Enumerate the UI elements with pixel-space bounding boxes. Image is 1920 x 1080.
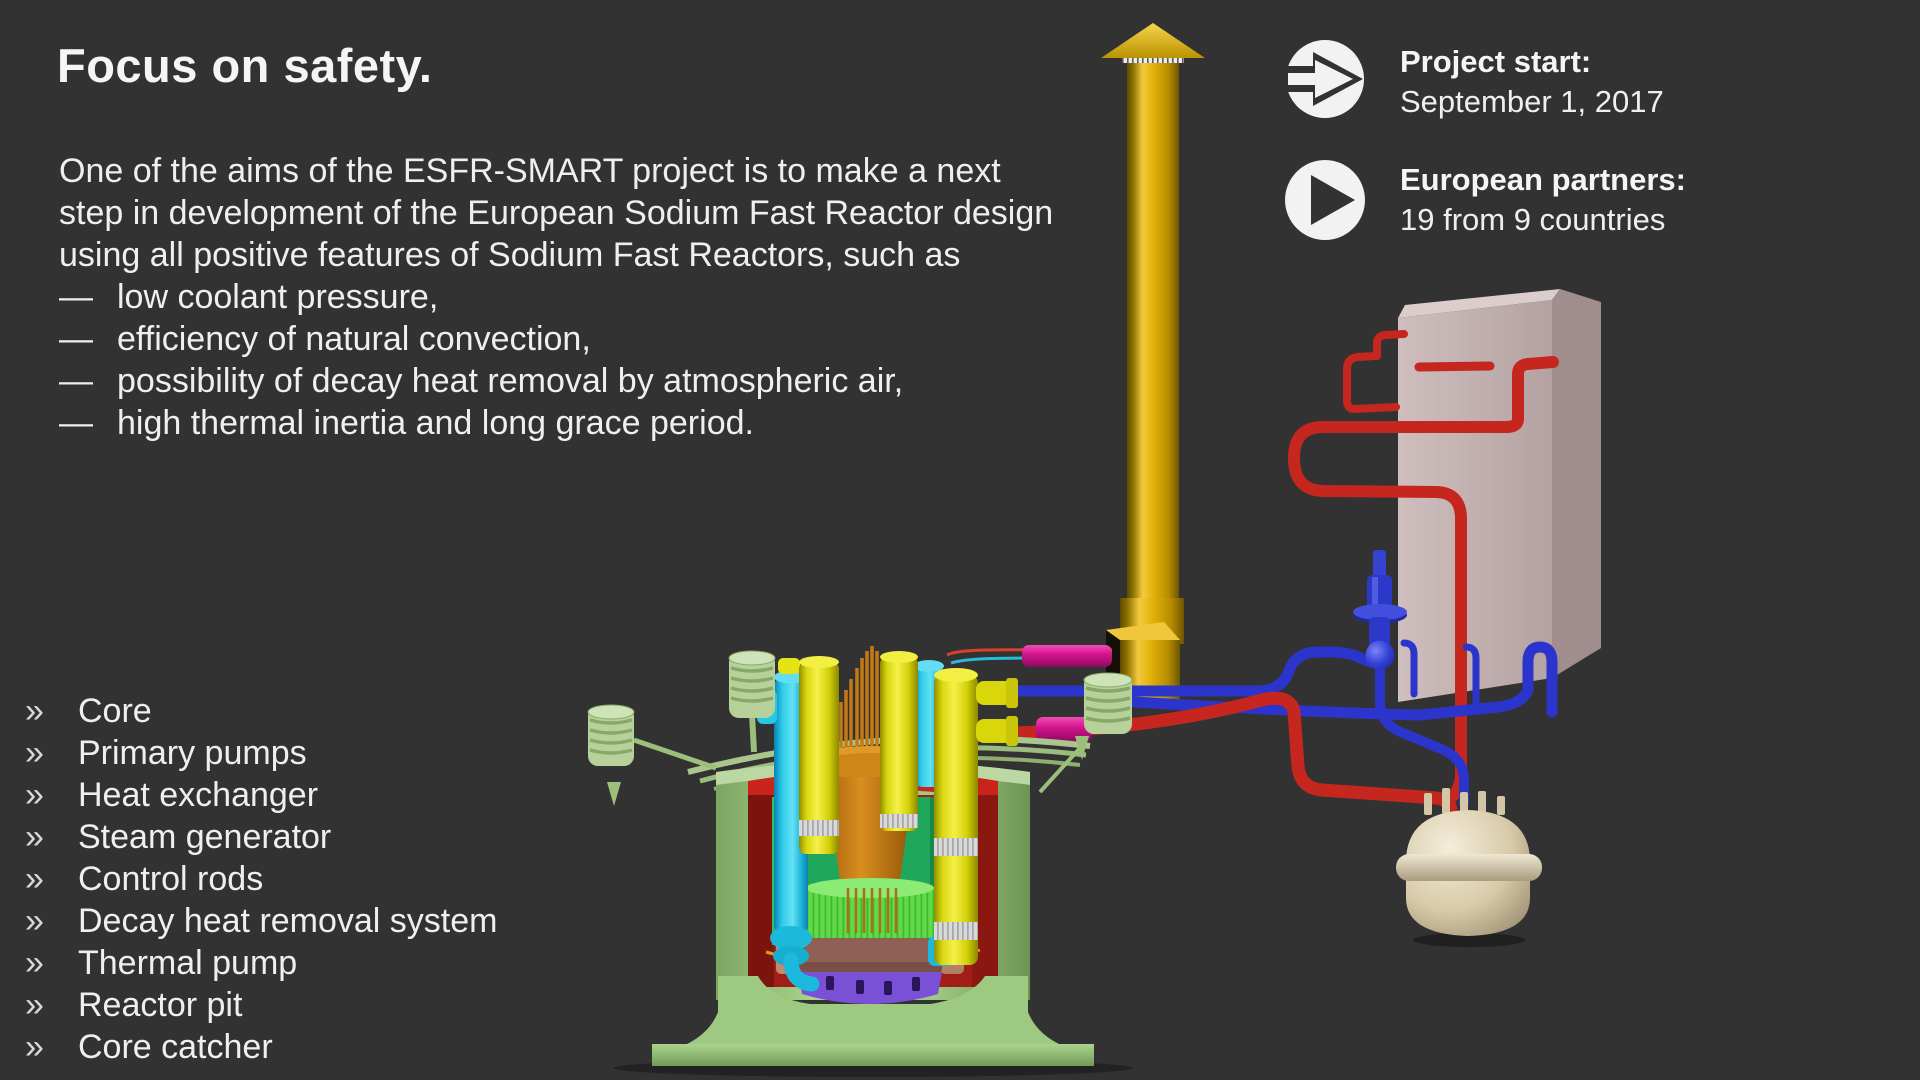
component-label: Reactor pit — [78, 986, 243, 1024]
list-item: » Steam generator — [25, 816, 498, 858]
fact-european-partners: European partners: 19 from 9 countries — [1400, 160, 1860, 240]
feature-item: — low coolant pressure, — [59, 276, 1179, 318]
feature-item: — possibility of decay heat removal by a… — [59, 360, 1179, 402]
list-item: » Core — [25, 690, 498, 732]
fact-value: 19 from 9 countries — [1400, 202, 1666, 237]
list-item: » Decay heat removal system — [25, 900, 498, 942]
chimney-cap — [1101, 23, 1205, 58]
valve-drain-blue-pipe — [1375, 661, 1469, 809]
component-label: Core catcher — [78, 1028, 273, 1066]
magenta-coupling-lower — [1036, 717, 1092, 742]
feature-item: — high thermal inertia and long grace pe… — [59, 402, 1179, 444]
fact-project-start: Project start: September 1, 2017 — [1400, 42, 1860, 122]
dash-bullet: — — [59, 404, 93, 442]
list-item: » Core catcher — [25, 1026, 498, 1068]
component-label: Decay heat removal system — [78, 902, 498, 940]
chevron-bullet: » — [25, 986, 44, 1024]
chevron-bullet: » — [25, 692, 44, 730]
feature-text: possibility of decay heat removal by atm… — [117, 362, 904, 400]
fact-label: Project start: — [1400, 44, 1592, 79]
building-red-piping — [1288, 330, 1559, 806]
dhr-coil-mid — [728, 650, 776, 753]
component-label: Thermal pump — [78, 944, 298, 982]
blue-riser-pipes — [1400, 639, 1480, 706]
primary-blue-pipe — [1008, 646, 1380, 697]
arrow-right-circle-icon — [1284, 40, 1364, 118]
chevron-bullet: » — [25, 818, 44, 856]
chevron-bullet: » — [25, 944, 44, 982]
dash-bullet: — — [59, 362, 93, 400]
outlet-nozzles — [976, 678, 1018, 746]
fact-value: September 1, 2017 — [1400, 84, 1664, 119]
core-catcher — [798, 972, 942, 1004]
feature-item: — efficiency of natural convection, — [59, 318, 1179, 360]
component-label: Core — [78, 692, 152, 730]
intro-line: One of the aims of the ESFR-SMART projec… — [59, 152, 1001, 190]
dhr-coil-right — [1038, 672, 1133, 794]
list-item: » Control rods — [25, 858, 498, 900]
chevron-bullet: » — [25, 860, 44, 898]
reactor-base-pedestal — [613, 976, 1133, 1077]
feature-text: efficiency of natural convection, — [117, 320, 591, 358]
feature-text: low coolant pressure, — [117, 278, 439, 316]
blue-valve-assembly — [1353, 550, 1407, 670]
magenta-coupling-upper — [1022, 645, 1112, 667]
chevron-bullet: » — [25, 776, 44, 814]
list-item: » Primary pumps — [25, 732, 498, 774]
fact-label: European partners: — [1400, 162, 1686, 197]
expansion-tank — [1396, 788, 1542, 947]
component-label: Steam generator — [78, 818, 332, 856]
list-item: » Reactor pit — [25, 984, 498, 1026]
component-list: » Core » Primary pumps » Heat exchanger … — [25, 690, 498, 1068]
chevron-bullet: » — [25, 902, 44, 940]
dash-bullet: — — [59, 320, 93, 358]
dhr-coil-left — [587, 704, 717, 806]
reactor-assembly — [587, 646, 1133, 1077]
feature-text: high thermal inertia and long grace peri… — [117, 404, 754, 442]
play-circle-icon — [1285, 160, 1365, 240]
tank-flange — [1396, 854, 1542, 881]
list-item: » Thermal pump — [25, 942, 498, 984]
intro-line: step in development of the European Sodi… — [59, 194, 1054, 232]
intro-paragraph: One of the aims of the ESFR-SMART projec… — [59, 150, 1179, 444]
dash-bullet: — — [59, 278, 93, 316]
slide-title: Focus on safety. — [57, 39, 433, 92]
intro-line: using all positive features of Sodium Fa… — [59, 236, 961, 274]
component-label: Control rods — [78, 860, 264, 898]
chevron-bullet: » — [25, 734, 44, 772]
component-label: Primary pumps — [78, 734, 307, 772]
chevron-bullet: » — [25, 1028, 44, 1066]
component-label: Heat exchanger — [78, 776, 319, 814]
heat-exchanger-columns — [778, 651, 1018, 965]
list-item: » Heat exchanger — [25, 774, 498, 816]
